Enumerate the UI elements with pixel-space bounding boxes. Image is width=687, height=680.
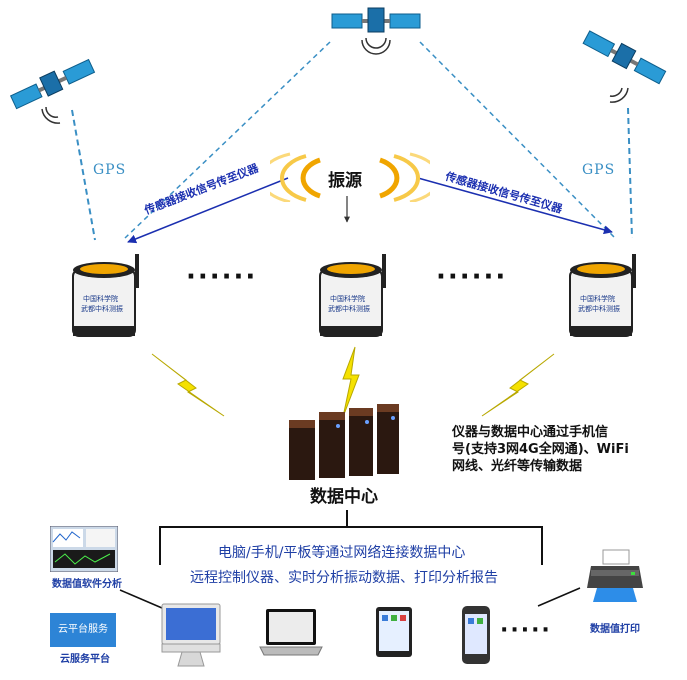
source-label: 振源	[328, 171, 362, 191]
sensor-text-1: 中国科学院	[330, 295, 365, 303]
cloud-platform-label: 云服务平台	[60, 654, 110, 665]
satellite-right-icon	[582, 30, 667, 103]
devices-ellipsis: ·····	[500, 618, 552, 643]
smartphone-icon	[462, 606, 490, 664]
sensor-icon	[569, 254, 636, 337]
software-label: 数据值软件分析	[52, 579, 122, 590]
server-rack-icon	[289, 404, 399, 480]
sensor-text-1: 中国科学院	[580, 295, 615, 303]
satellite-left-icon	[9, 58, 96, 124]
platform-line-1: 电脑/手机/平板等通过网络连接数据中心	[218, 545, 466, 561]
gps-label-left: GPS	[93, 162, 127, 178]
gps-beam-left	[71, 109, 96, 241]
signal-arrow-right	[417, 177, 613, 235]
sensor-text-1: 中国科学院	[83, 295, 118, 303]
platform-line-2: 远程控制仪器、实时分析振动数据、打印分析报告	[190, 570, 498, 586]
transmission-note-line-1: 仪器与数据中心通过手机信	[452, 425, 609, 440]
transmission-note-line-2: 号(支持3网4G全网通)、WiFi	[452, 442, 629, 457]
gps-beam-center-left	[124, 41, 331, 239]
sensor-right: 中国科学院 武都中科测振	[562, 250, 647, 340]
vibration-wave-icon	[270, 152, 430, 202]
sensor-text-2: 武都中科测振	[578, 305, 620, 313]
sensor-center: 中国科学院 武都中科测振	[312, 250, 397, 340]
software-screenshot-icon	[50, 526, 118, 572]
lightning-right-icon	[481, 353, 555, 417]
desktop-computer-icon	[161, 603, 221, 667]
signal-arrow-left	[127, 177, 289, 244]
cloud-logo-text: 云平台服务	[58, 624, 108, 635]
transmission-note-line-3: 网线、光纤等传输数据	[452, 459, 583, 474]
sensor-left: 中国科学院 武都中科测振	[65, 250, 150, 340]
data-center-label: 数据中心	[310, 487, 378, 507]
laptop-icon	[259, 609, 323, 656]
gps-label-right: GPS	[582, 162, 616, 178]
sensor-text-2: 武都中科测振	[328, 305, 370, 313]
sensor-ellipsis-1: ······	[186, 262, 258, 292]
lightning-left-icon	[151, 353, 225, 417]
print-label: 数据值打印	[590, 624, 640, 635]
network-bracket	[159, 526, 543, 565]
sensor-ellipsis-2: ······	[436, 262, 508, 292]
transmission-note: 仪器与数据中心通过手机信 号(支持3网4G全网通)、WiFi 网线、光纤等传输数…	[452, 424, 629, 475]
cloud-platform-logo: 云平台服务	[50, 613, 116, 647]
sensor-icon	[319, 254, 386, 337]
sensor-text-2: 武都中科测振	[81, 305, 123, 313]
tablet-icon	[376, 607, 412, 657]
satellite-center-icon	[331, 7, 421, 55]
gps-beam-right	[627, 107, 633, 239]
printer-icon	[587, 549, 643, 602]
sensor-icon	[72, 254, 139, 337]
link-printer	[537, 587, 581, 607]
link-cloud	[119, 589, 163, 609]
gps-beam-center-right	[419, 41, 616, 239]
